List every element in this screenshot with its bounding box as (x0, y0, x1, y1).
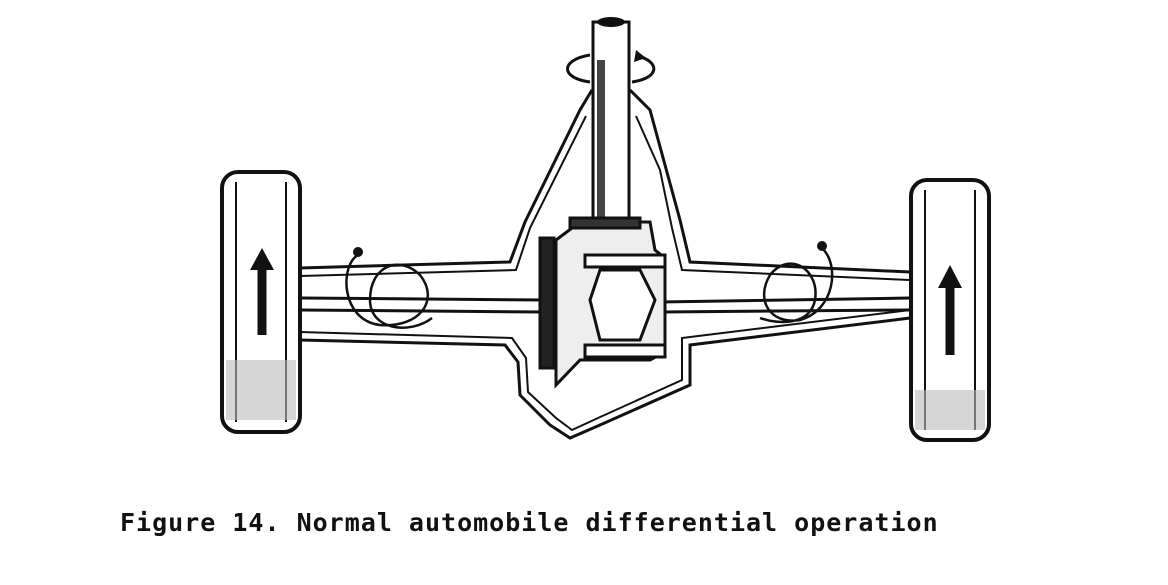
axle-housing-inner (299, 115, 911, 432)
right-wheel (909, 178, 991, 442)
right-axle-shaft (659, 296, 911, 314)
left-wheel (220, 170, 302, 434)
differential-gears (538, 216, 667, 389)
left-axle-rotation-icon (345, 253, 433, 329)
drive-shaft (591, 17, 631, 229)
figure-caption: Figure 14. Normal automobile differentia… (120, 508, 939, 537)
right-axle-rotation-icon (759, 247, 834, 324)
axle-housing-outline (299, 88, 911, 440)
